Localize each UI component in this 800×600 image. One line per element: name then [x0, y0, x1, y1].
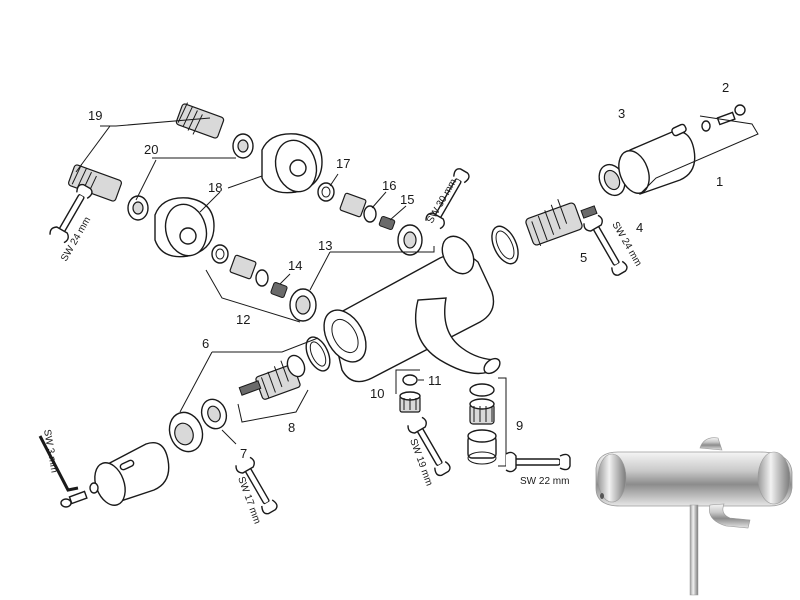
label-part-8: 8: [288, 420, 295, 435]
label-part-11: 11: [428, 373, 442, 388]
part-group-top-left: [67, 102, 435, 372]
leader-6b: [179, 351, 213, 413]
nut-part-4: [598, 163, 626, 197]
aerator-part-10: [399, 391, 421, 413]
seal-part-11: [402, 374, 418, 386]
cover-rosette-lower: [154, 197, 215, 258]
label-part-3: 3: [618, 106, 625, 121]
seal-ring-left: [305, 336, 331, 372]
leader-12: [205, 269, 301, 323]
label-part-13: 13: [318, 238, 332, 253]
eccentric-connector-upper: [175, 102, 254, 159]
tool-label-sw3: SW 3 mm: [41, 429, 59, 474]
label-part-12: 12: [236, 312, 250, 327]
leader-14: [279, 273, 291, 285]
label-part-6: 6: [202, 336, 209, 351]
label-part-16: 16: [382, 178, 396, 193]
cover-rosette-upper: [261, 133, 323, 194]
tool-label-sw22: SW 22 mm: [520, 476, 569, 487]
part-group-right: [491, 104, 759, 265]
flow-cartridge-8: [238, 354, 306, 400]
leader-bracket-1: [639, 115, 759, 195]
label-part-10: 10: [370, 386, 384, 401]
label-part-4: 4: [636, 220, 643, 235]
leader-13a: [330, 246, 435, 253]
label-part-9: 9: [516, 418, 523, 433]
thermostatic-cartridge: [525, 199, 598, 247]
allen-key: [38, 435, 79, 492]
leader-8: [237, 389, 309, 423]
spanner-sw19: [407, 416, 451, 477]
label-part-17: 17: [336, 156, 350, 171]
spanner-sw30: [425, 168, 470, 230]
stop-ring-6: [168, 411, 204, 453]
part-group-middle-bottom: [395, 369, 507, 467]
label-part-14: 14: [288, 258, 302, 273]
spanner-sw22: [505, 451, 571, 473]
valve-set-lower: [211, 244, 317, 322]
leader-13b: [309, 251, 331, 291]
part-group-bottom-left: [38, 337, 319, 508]
label-part-20: 20: [144, 142, 158, 157]
label-part-2: 2: [722, 80, 729, 95]
leader-10: [395, 369, 420, 394]
leader-6a: [212, 337, 319, 353]
label-part-5: 5: [580, 250, 587, 265]
leader-18b: [199, 191, 221, 213]
leader-15: [389, 205, 407, 221]
label-part-15: 15: [400, 192, 414, 207]
leader-16: [371, 191, 387, 209]
label-part-18: 18: [208, 180, 222, 195]
screw-left: [60, 482, 99, 508]
spanner-sw17: [235, 456, 278, 515]
spanner-sw24-left: [49, 183, 93, 244]
label-part-7: 7: [240, 446, 247, 461]
leader-19a: [100, 117, 211, 127]
handle-part-3: [618, 123, 696, 195]
aerator-set-9: [467, 383, 497, 465]
leader-19b: [75, 125, 111, 173]
mixer-body: [323, 235, 501, 383]
label-part-19: 19: [88, 108, 102, 123]
leader-20b: [135, 159, 157, 201]
valve-set-upper: [317, 182, 423, 256]
nut-part-7: [200, 398, 228, 430]
label-part-1: 1: [716, 174, 723, 189]
leader-18a: [227, 175, 263, 189]
handle-left: [94, 442, 170, 506]
leader-7: [221, 429, 237, 445]
leader-17: [329, 173, 339, 187]
product-photo: [595, 437, 793, 596]
part-labels: 1 2 3 4 5 6 7 8 9 10 11 12 13 14 15 16 1…: [88, 80, 729, 461]
spanner-sw24-right: [583, 214, 628, 276]
leader-9: [498, 377, 507, 467]
seal-ring: [491, 225, 519, 265]
screw-part-2: [701, 104, 746, 132]
